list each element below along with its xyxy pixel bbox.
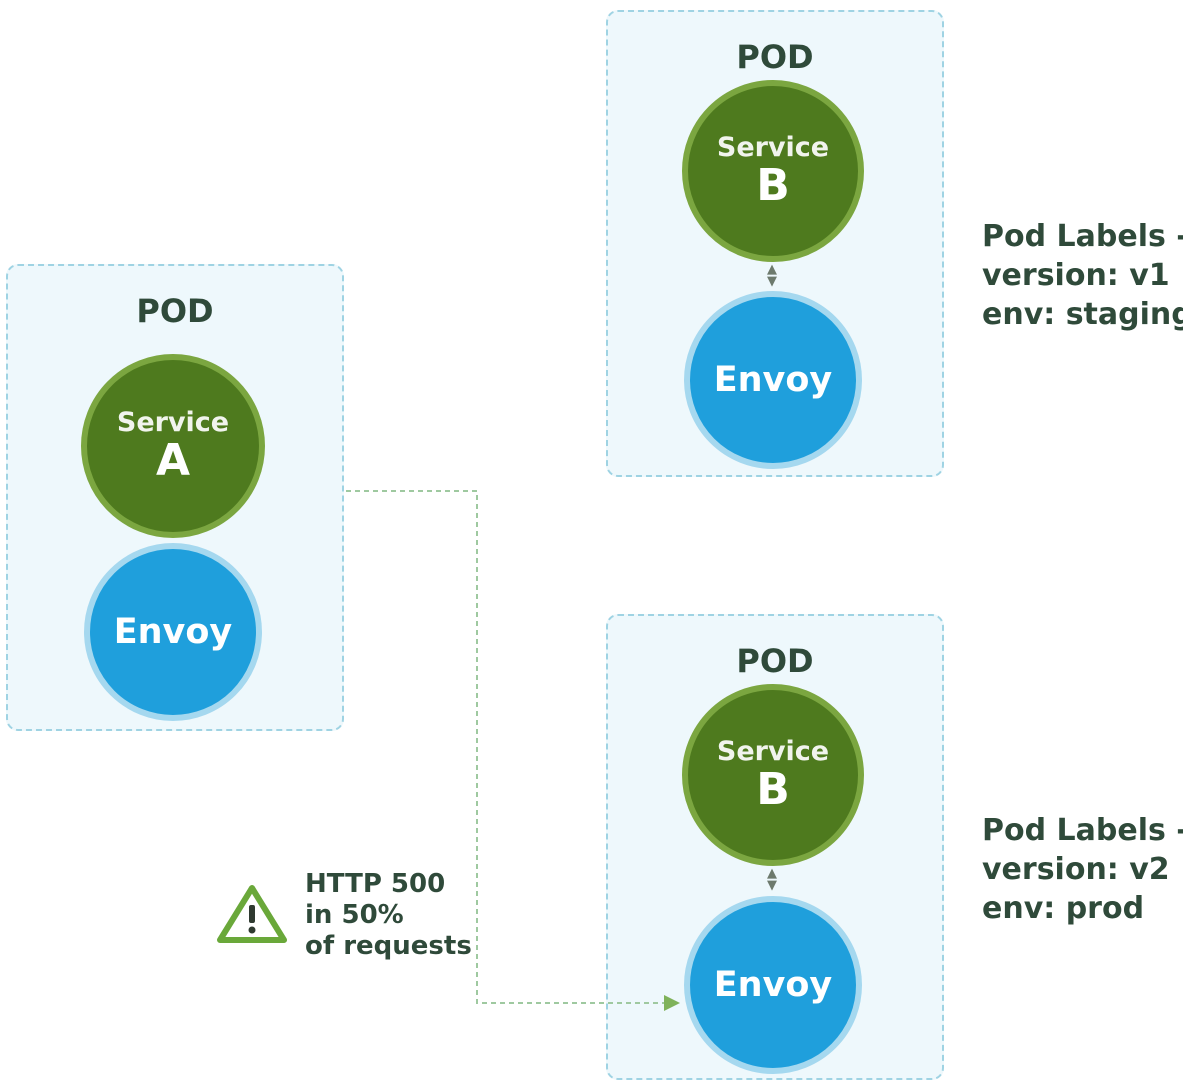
service-name: A bbox=[155, 435, 191, 486]
pod-title: POD bbox=[736, 642, 814, 680]
fault-injection-note: HTTP 500 in 50% of requests bbox=[305, 869, 472, 962]
envoy-b-v2-node: Envoy bbox=[684, 896, 862, 1074]
service-name: B bbox=[756, 160, 790, 211]
envoy-label: Envoy bbox=[113, 612, 233, 652]
service-b-v2-node: Service B bbox=[682, 684, 864, 866]
label-env: env: prod bbox=[982, 891, 1145, 926]
warning-triangle-icon bbox=[217, 885, 287, 943]
service-name: B bbox=[756, 764, 790, 815]
fault-line-2: in 50% bbox=[305, 900, 404, 930]
envoy-a-node: Envoy bbox=[84, 543, 262, 721]
labels-heading: Pod Labels - bbox=[982, 219, 1183, 254]
fault-line-3: of requests bbox=[305, 931, 472, 961]
pod-service-a: POD Service A Envoy bbox=[6, 264, 344, 731]
service-label: Service bbox=[716, 736, 830, 767]
envoy-label: Envoy bbox=[713, 965, 833, 1005]
pod-title: POD bbox=[136, 292, 214, 330]
request-route-line bbox=[346, 490, 664, 1004]
label-version: version: v1 bbox=[982, 258, 1170, 293]
label-version: version: v2 bbox=[982, 852, 1170, 887]
pod-title: POD bbox=[736, 38, 814, 76]
pod-labels-v2: Pod Labels - version: v2 env: prod bbox=[982, 811, 1183, 928]
service-a-node: Service A bbox=[81, 354, 265, 538]
service-label: Service bbox=[116, 407, 230, 438]
label-env: env: staging bbox=[982, 297, 1183, 332]
request-arrowhead bbox=[664, 995, 680, 1011]
bidirectional-arrow-icon: ▲▼ bbox=[767, 866, 777, 893]
service-b-v1-node: Service B bbox=[682, 80, 864, 262]
bidirectional-arrow-icon: ▲▼ bbox=[767, 262, 777, 289]
envoy-label: Envoy bbox=[713, 360, 833, 400]
pod-service-b-v1: POD Service B ▲▼ Envoy bbox=[606, 10, 944, 477]
pod-labels-v1: Pod Labels - version: v1 env: staging bbox=[982, 217, 1183, 334]
labels-heading: Pod Labels - bbox=[982, 813, 1183, 848]
pod-service-b-v2: POD Service B ▲▼ Envoy bbox=[606, 614, 944, 1080]
service-label: Service bbox=[716, 132, 830, 163]
fault-line-1: HTTP 500 bbox=[305, 869, 446, 899]
envoy-b-v1-node: Envoy bbox=[684, 291, 862, 469]
